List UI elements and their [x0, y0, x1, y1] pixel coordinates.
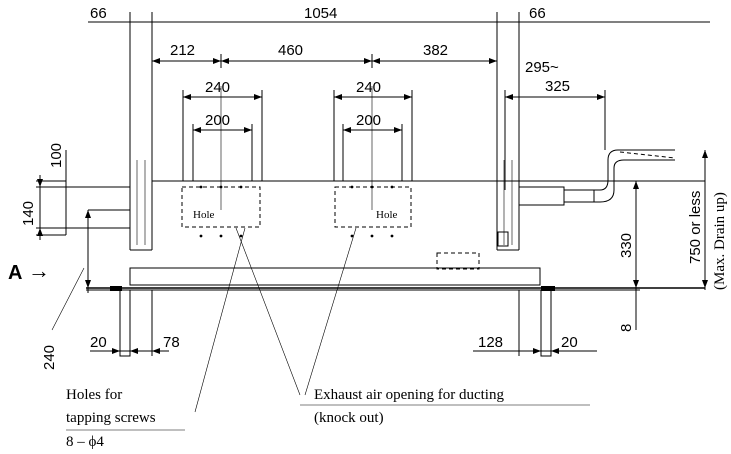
dim-330: 330	[618, 233, 635, 258]
leader-lines	[51, 227, 590, 431]
dim-460: 460	[278, 42, 303, 59]
exhaust-label-2: (knock out)	[314, 410, 384, 426]
dim-hole-inner-left: 200	[205, 112, 230, 129]
unit-side-panels	[129, 22, 520, 251]
screws-label-2: tapping screws	[66, 410, 156, 426]
unit-body	[66, 180, 705, 291]
dim-78: 78	[163, 334, 180, 351]
screws-label-1: Holes for	[66, 387, 122, 403]
right-hole-group	[333, 86, 413, 238]
drain-label-1: 750 or less	[687, 191, 704, 264]
dim-20-left: 20	[90, 334, 107, 351]
view-letter: A	[8, 262, 22, 284]
dim-382: 382	[423, 42, 448, 59]
dim-240: 240	[41, 345, 58, 370]
drain-label-2: (Max. Drain up)	[712, 192, 728, 290]
dim-212: 212	[170, 42, 195, 59]
left-hole-group	[181, 86, 263, 238]
dim-top-left: 66	[90, 5, 107, 22]
dim-top-total: 1054	[304, 5, 337, 22]
hole-label-right: Hole	[376, 209, 398, 221]
dim-hole-outer-right: 240	[356, 79, 381, 96]
top-dimension-lines	[88, 12, 710, 68]
dim-128: 128	[478, 334, 503, 351]
legs	[90, 286, 597, 357]
left-dimension-lines	[36, 150, 91, 293]
dim-hole-outer-left: 240	[205, 79, 230, 96]
hole-label-left: Hole	[193, 209, 215, 221]
drain-box	[436, 252, 480, 270]
dim-20-right: 20	[561, 334, 578, 351]
dim-140: 140	[20, 201, 37, 226]
screws-label-3: 8 – ϕ4	[66, 434, 104, 450]
dim-pipe-range-2: 325	[545, 78, 570, 95]
view-arrow: →	[28, 258, 50, 283]
dim-hole-inner-right: 200	[356, 112, 381, 129]
right-dimension-lines	[504, 90, 708, 330]
dim-top-right: 66	[529, 5, 546, 22]
drain-pipe	[518, 149, 676, 206]
dim-100: 100	[48, 143, 65, 168]
dim-pipe-range-1: 295~	[525, 59, 559, 76]
exhaust-label-1: Exhaust air opening for ducting	[314, 387, 504, 403]
dim-8: 8	[618, 324, 635, 332]
